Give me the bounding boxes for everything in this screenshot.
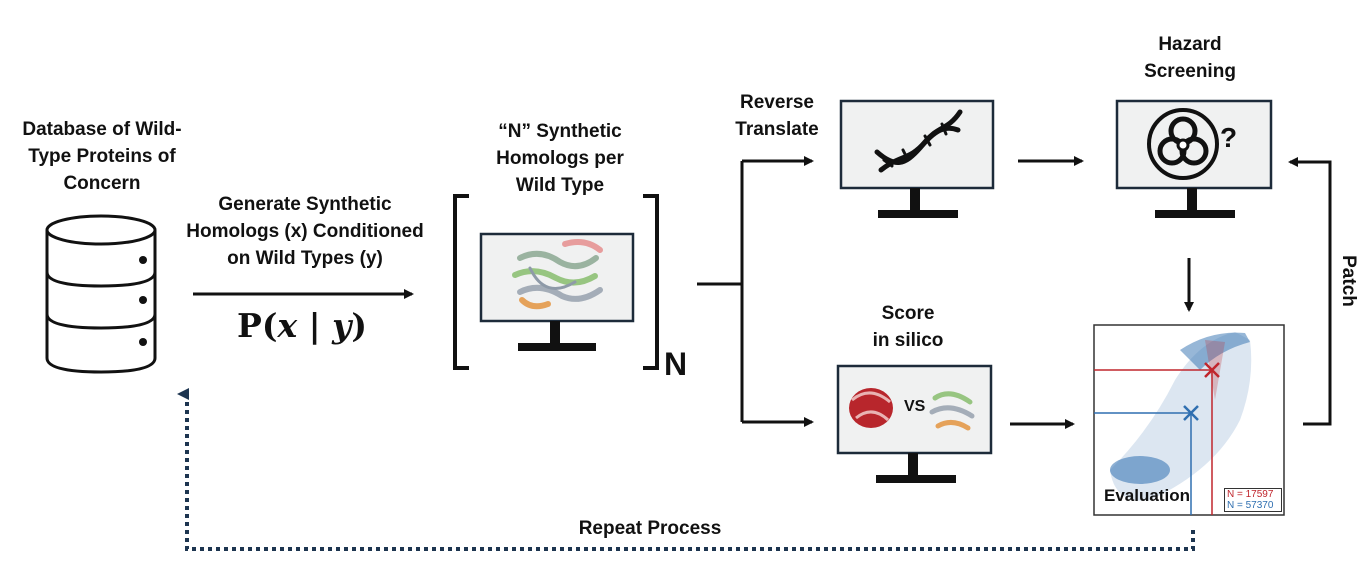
formula-y: y	[332, 306, 352, 345]
homologs-label-line: Wild Type	[515, 175, 605, 196]
red-protein-icon	[849, 388, 893, 428]
biohazard-icon	[1147, 108, 1219, 180]
reverse-label-line: Reverse	[740, 92, 814, 113]
formula-text: P(x | y)	[232, 306, 372, 345]
reverse-label-line: Translate	[735, 119, 819, 140]
hazard-monitor	[1115, 99, 1273, 218]
homologs-label-line: “N” Synthetic	[498, 121, 622, 142]
n-multiplier: N	[664, 346, 688, 382]
scatter-plot-icon	[1093, 324, 1285, 516]
right-bracket	[643, 194, 659, 370]
patch-label: Patch	[1337, 255, 1359, 307]
question-mark: ?	[1220, 122, 1238, 153]
formula-x: x	[277, 306, 298, 345]
legend-red-entry: N = 17597	[1227, 489, 1274, 500]
legend-blue-entry: N = 57370	[1227, 500, 1274, 511]
split-connector	[697, 161, 744, 422]
generate-label-line: Homologs (x) Conditioned	[186, 221, 424, 242]
homologs-label-line: Homologs per	[496, 148, 624, 169]
evaluation-legend: N = 17597 N = 57370	[1224, 488, 1282, 512]
formula-suffix: )	[351, 306, 367, 345]
hazard-screening-label: Hazard Screening	[1120, 31, 1260, 85]
database-label-line: Concern	[63, 173, 141, 194]
homologs-label: “N” Synthetic Homologs per Wild Type	[475, 118, 645, 199]
database-label-line: Type Proteins of	[28, 146, 176, 167]
database-label-line: Database of Wild-	[22, 119, 182, 140]
patch-arrow	[1288, 157, 1332, 426]
protein-structure-icon	[512, 239, 603, 310]
database-label: Database of Wild- Type Proteins of Conce…	[2, 116, 202, 197]
generate-label: Generate Synthetic Homologs (x) Conditio…	[172, 191, 438, 272]
formula-prefix: P(	[237, 306, 278, 345]
score-in-silico-label: Score in silico	[848, 300, 968, 354]
dna-icon	[874, 109, 963, 173]
hazard-label-line: Hazard	[1158, 34, 1222, 55]
generate-label-line: Generate Synthetic	[218, 194, 392, 215]
reverse-translate-label: Reverse Translate	[712, 89, 842, 143]
green-protein-icon	[929, 391, 975, 431]
dna-monitor	[839, 99, 995, 218]
repeat-loop-arrow	[177, 388, 1195, 551]
hazard-label-line: Screening	[1144, 61, 1236, 82]
repeat-process-label: Repeat Process	[578, 518, 722, 539]
vs-label: VS	[904, 398, 926, 415]
generate-label-line: on Wild Types (y)	[227, 248, 383, 269]
evaluation-label: Evaluation	[1104, 486, 1190, 505]
left-bracket	[453, 194, 469, 370]
score-label-line: Score	[881, 303, 935, 324]
homologs-monitor	[479, 232, 635, 351]
score-label-line: in silico	[872, 330, 944, 351]
formula-bar: |	[297, 306, 333, 345]
database-icon	[45, 214, 157, 374]
